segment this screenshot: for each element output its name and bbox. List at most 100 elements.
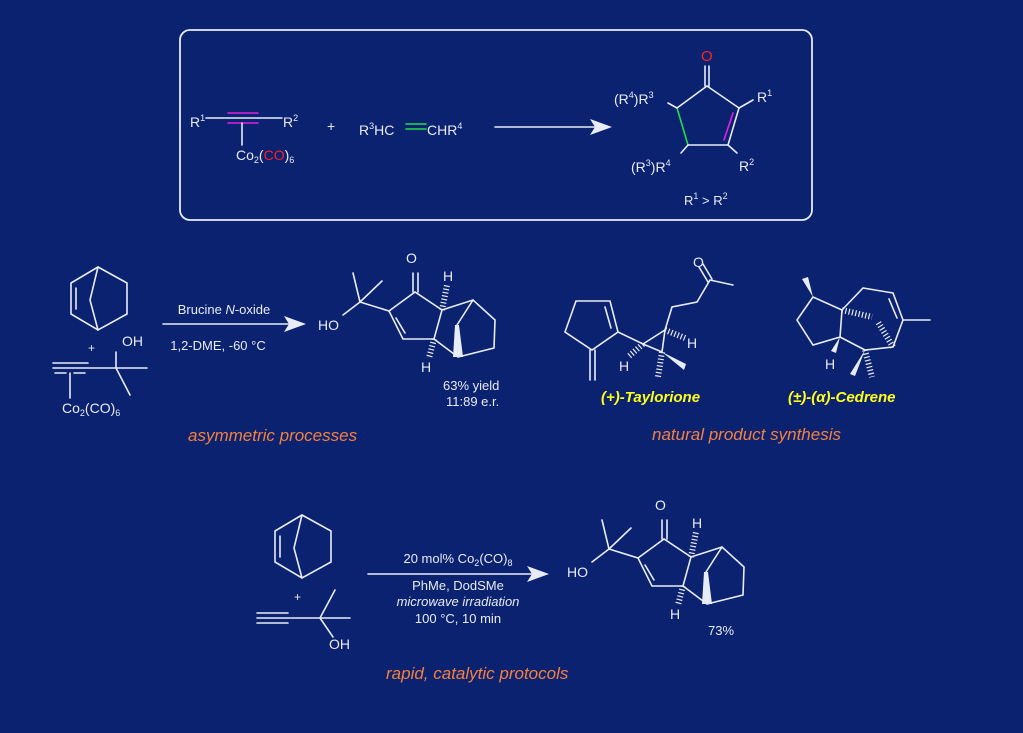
general-scheme-box — [179, 29, 813, 221]
label-segment: N — [225, 302, 235, 317]
cobalt-complex-label: Co2(CO)6 — [236, 147, 294, 168]
hydrogen-label: H — [670, 606, 681, 622]
taylorione-structure — [564, 263, 734, 381]
subscript: 2 — [79, 408, 85, 418]
plus-sign: + — [294, 590, 302, 604]
condition-heating: microwave irradiation — [396, 594, 520, 609]
label-segment: (CO) — [84, 400, 116, 416]
cobalt-complex-label: Co2(CO)6 — [62, 400, 120, 421]
product-r4-label: (R3)R4 — [631, 155, 671, 175]
label-segment: (R — [631, 159, 646, 175]
condition-temp-time: 100 °C, 10 min — [414, 611, 502, 626]
label-segment: R — [190, 114, 201, 130]
subscript: 2 — [474, 558, 480, 568]
hydroxyl-label: HO — [567, 564, 588, 580]
alkynol-structure — [256, 589, 351, 638]
yield-text: 73% — [708, 623, 735, 638]
enantiomeric-ratio-text: 11:89 e.r. — [446, 394, 500, 409]
label-segment: (CO) — [479, 551, 508, 566]
condition-solvent-temp: 1,2-DME, -60 °C — [170, 338, 266, 353]
label-segment: CO — [263, 147, 285, 163]
carbonyl-oxygen-label: O — [693, 254, 704, 270]
alkene-right-label: CHR4 — [427, 118, 462, 138]
label-segment: CHR — [427, 122, 458, 138]
superscript: 3 — [369, 121, 375, 131]
reaction-arrow-asymmetric — [162, 316, 306, 332]
label-segment: )R — [633, 91, 649, 107]
label-segment: R — [283, 114, 294, 130]
superscript: 3 — [648, 90, 654, 100]
label-segment: ) — [284, 147, 290, 163]
hydroxyl-label: HO — [318, 317, 339, 333]
superscript: 4 — [457, 121, 463, 131]
hydrogen-label: H — [687, 335, 698, 351]
alkene-left-label: R3HC — [359, 118, 394, 138]
hydrogen-label: H — [692, 515, 703, 531]
superscript: 1 — [200, 113, 206, 123]
cedrene-structure — [796, 277, 931, 378]
label-segment: Brucine — [177, 302, 226, 317]
cyclopentenone-structure — [667, 65, 754, 154]
category-label-catalytic: rapid, catalytic protocols — [386, 664, 569, 683]
tricyclic-enone-structure-2 — [592, 520, 744, 605]
yield-text: 63% yield — [443, 378, 500, 393]
label-segment: ( — [258, 147, 264, 163]
carbonyl-oxygen-label: O — [406, 250, 417, 266]
product-r3-label: (R4)R3 — [614, 87, 654, 107]
label-segment: Co — [236, 147, 254, 163]
superscript: 1 — [693, 191, 699, 201]
category-label-asymmetric: asymmetric processes — [188, 426, 358, 445]
reaction-arrow-general — [494, 119, 612, 135]
hydroxyl-label: OH — [122, 333, 143, 349]
superscript: 4 — [628, 90, 634, 100]
superscript: 1 — [767, 88, 773, 98]
cedrene-name: (±)-(α)-Cedrene — [788, 389, 896, 406]
product-r2-label: R2 — [739, 154, 754, 174]
label-segment: R — [359, 122, 370, 138]
label-segment: > R — [698, 193, 723, 208]
reaction-arrow-catalytic — [367, 566, 549, 582]
alkyne-r1-label: R1 — [190, 110, 205, 130]
category-label-natural-products: natural product synthesis — [652, 425, 841, 444]
alkynol-cobalt-complex-structure — [52, 351, 148, 399]
label-segment: )R — [650, 159, 666, 175]
label-segment: R — [684, 193, 694, 208]
label-segment: (R — [614, 91, 629, 107]
subscript: 2 — [253, 155, 259, 165]
hydrogen-label: H — [421, 359, 432, 375]
norbornene-structure-2 — [274, 514, 332, 579]
carbonyl-oxygen-label: O — [655, 497, 666, 513]
product-oxygen-label: O — [701, 48, 713, 65]
selectivity-note: R1 > R2 — [684, 188, 728, 209]
label-segment: HC — [374, 122, 395, 138]
plus-sign: + — [88, 341, 96, 355]
superscript: 2 — [722, 191, 728, 201]
subscript: 6 — [115, 408, 121, 418]
superscript: 4 — [665, 158, 671, 168]
label-segment: R — [757, 89, 768, 105]
condition-solvent: PhMe, DodSMe — [412, 578, 504, 593]
superscript: 2 — [293, 113, 299, 123]
taylorione-name: (+)-Taylorione — [601, 389, 701, 406]
alkyne-r2-label: R2 — [283, 110, 298, 130]
alkene-double-bond — [405, 123, 427, 130]
hydroxyl-label: OH — [329, 636, 350, 652]
hydrogen-label: H — [825, 356, 836, 372]
label-segment: -oxide — [234, 302, 271, 317]
label-segment: Co — [62, 400, 80, 416]
plus-sign: + — [327, 118, 336, 134]
hydrogen-label: H — [443, 268, 454, 284]
label-segment: 20 mol% Co — [403, 551, 475, 566]
condition-reagent: Brucine N-oxide — [124, 302, 324, 318]
subscript: 8 — [507, 558, 513, 568]
condition-catalyst: 20 mol% Co2(CO)8 — [358, 551, 558, 571]
hydrogen-label: H — [619, 358, 630, 374]
superscript: 2 — [749, 157, 755, 167]
norbornene-structure-1 — [70, 266, 128, 331]
product-r1-label: R1 — [757, 85, 772, 105]
tricyclic-enone-structure-1 — [343, 273, 495, 358]
alkyne-complex-structure — [205, 112, 283, 146]
subscript: 6 — [289, 155, 295, 165]
label-segment: R — [739, 158, 750, 174]
